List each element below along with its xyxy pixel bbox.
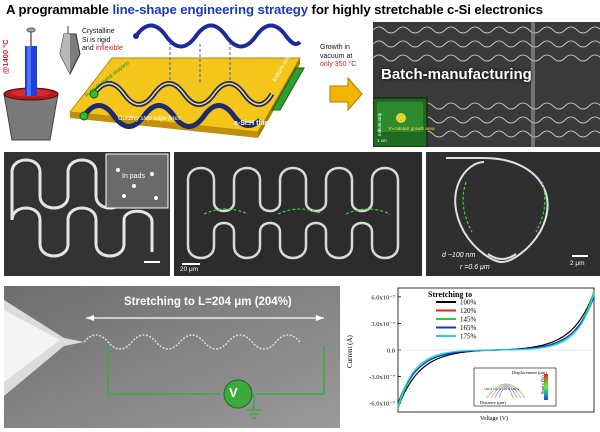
sem-panel-serpentine: In pads [4, 152, 170, 276]
inset-title: Displacement (μm) [512, 370, 547, 375]
legend-label: 175% [460, 333, 477, 341]
page-title: A programmable line-shape engineering st… [6, 2, 596, 22]
growth-schematic-panel: @1400 °C Crystalline Si is rigid and inf… [0, 22, 372, 147]
inset-bar-label: Strain (%) [540, 375, 545, 394]
sem-bulb-drawing [446, 157, 588, 264]
voltmeter-symbol: V [229, 385, 238, 400]
scale-20um-label: 20 μm [180, 266, 199, 273]
crystalline-line3: and inflexible [82, 45, 123, 54]
batch-manufacturing-panel: Batch-manufacturing Indium strip In-cata… [373, 22, 600, 147]
sem-panel-waves: 20 μm [174, 152, 422, 276]
batch-inset-mid-label: In-catalyst growth area [389, 126, 435, 131]
inset-profile-curve [494, 385, 518, 399]
title-prefix: A programmable [6, 2, 113, 17]
series-line-175pct [397, 293, 595, 407]
crystalline-line1: Crystalline [82, 28, 115, 35]
batch-label: Batch-manufacturing [381, 66, 532, 83]
legend-title: Stretching to [428, 290, 473, 299]
crystalline-label: Crystalline Si is rigid and inflexible [82, 28, 123, 54]
y-tick-label: 6.0x10⁻⁷ [371, 294, 395, 301]
growth-schematic-drawing [3, 23, 363, 141]
stretch-label: Stretching to L=204 μm (204%) [124, 296, 292, 308]
batch-inset-scale: 1 cm [377, 138, 387, 143]
legend-label: 145% [460, 316, 477, 324]
r-label: r =0.6 μm [460, 264, 490, 271]
crystalline-line3-prefix: and [82, 45, 96, 52]
y-tick-label: 0.0 [387, 348, 395, 355]
inset-profile-curve [498, 386, 514, 399]
growth-line3: only 350 °C [320, 61, 357, 68]
crystalline-line3-highlight: inflexible [95, 45, 123, 52]
stretch-drawing [4, 286, 340, 428]
scale-2um-label: 2 μm [570, 260, 585, 267]
inset-curve-label: 120% [502, 387, 510, 391]
stretch-panel: Stretching to L=204 μm (204%) V [4, 286, 340, 428]
batch-inset-top-label: Indium strip [377, 112, 382, 136]
sem-waves-drawing [182, 166, 400, 265]
y-axis-label: Current (A) [346, 335, 354, 368]
iv-chart-svg: 6.0x10⁻⁷ 3.0x10⁻⁷ 0.0 -3.0x10⁻⁷ -6.0x10⁻⁷ 100… [369, 287, 595, 413]
growth-condition-label: Growth in vacuum at only 350 °C [320, 44, 356, 70]
inset-profile-curve [490, 384, 522, 399]
growth-line1: Growth in [320, 44, 350, 51]
temperature-label: @1400 °C [1, 39, 10, 75]
inset-colorbar [544, 374, 548, 400]
film-label: a-Si:H thin film [234, 120, 284, 127]
batch-wires-texture [373, 22, 600, 147]
crystalline-line2: Si is rigid [82, 36, 111, 44]
in-pads-label: In pads [122, 173, 145, 180]
guiding-label: Guiding step edge lines [118, 116, 181, 122]
sem-serpentine-drawing [10, 153, 169, 263]
y-tick-label: 3.0x10⁻⁷ [371, 321, 395, 328]
y-tick-label: -6.0x10⁻⁷ [369, 401, 395, 408]
growth-line2: vacuum at [320, 52, 353, 60]
x-axis-label: Voltage (V) [480, 416, 509, 422]
legend-label: 165% [460, 324, 477, 332]
sem-panel-bulb: d ~100 nm r =0.6 μm 2 μm [426, 152, 600, 276]
iv-chart-panel: 6.0x10⁻⁷ 3.0x10⁻⁷ 0.0 -3.0x10⁻⁷ -6.0x10⁻⁷ 100… [344, 282, 600, 432]
title-highlight: line-shape engineering strategy [112, 2, 308, 17]
legend-label: 120% [460, 307, 477, 315]
title-suffix: for highly stretchable c-Si electronics [307, 2, 543, 17]
inset-curve-label: 100% [511, 387, 519, 391]
legend-label: 100% [460, 299, 477, 307]
inset-curve-label: 165% [484, 387, 492, 391]
inset-profile-curve [486, 383, 526, 399]
d-label: d ~100 nm [442, 252, 476, 259]
y-tick-label: -3.0x10⁻⁷ [369, 374, 395, 381]
inset-x-label: Distance (μm) [480, 400, 506, 405]
